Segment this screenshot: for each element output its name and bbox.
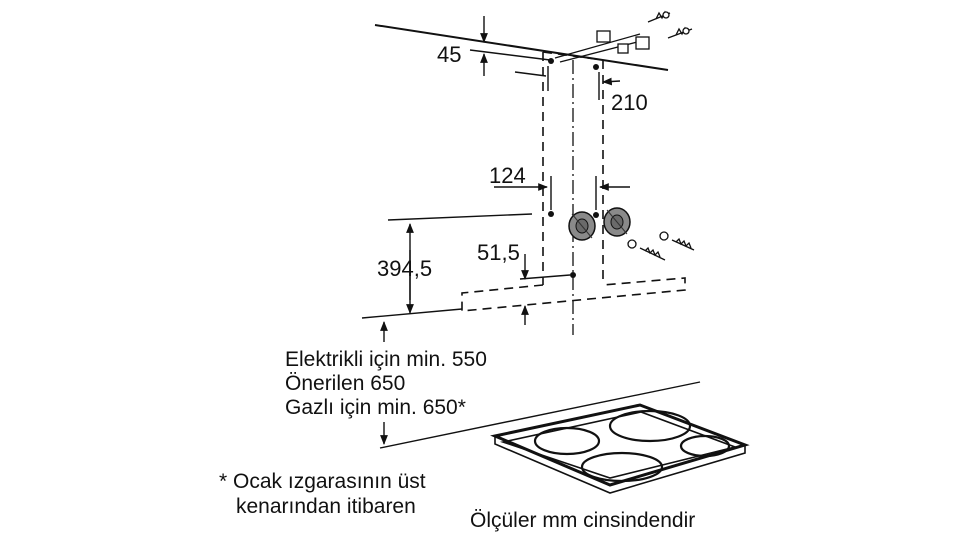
cooktop-burner <box>580 451 664 483</box>
dimension-label-210: 210 <box>611 90 648 115</box>
dimension-label-394-5: 394,5 <box>377 256 432 281</box>
footnote-line-2: kenarından itibaren <box>236 495 416 518</box>
cooktop-burner <box>679 434 731 458</box>
cooktop-burner <box>533 426 601 456</box>
clearance-note-electric: Elektrikli için min. 550 <box>285 348 487 371</box>
footnote-line-1: * Ocak ızgarasının üst <box>219 470 426 493</box>
dimension-124 <box>494 176 630 210</box>
clearance-note-recommended: Önerilen 650 <box>285 372 405 395</box>
clearance-dimension <box>379 321 701 449</box>
dimension-45 <box>469 16 551 77</box>
drill-point <box>593 212 599 218</box>
ceiling-bracket <box>554 30 650 63</box>
dimension-394-5 <box>361 213 533 319</box>
ceiling-screw <box>667 26 693 39</box>
dimension-label-45: 45 <box>437 42 461 67</box>
ceiling-screw <box>647 10 671 23</box>
cooktop <box>490 403 750 494</box>
dimension-label-124: 124 <box>489 163 526 188</box>
drill-point <box>593 64 599 70</box>
wall-screw <box>659 231 695 251</box>
wall-plug <box>568 211 596 241</box>
dimension-210 <box>547 66 621 100</box>
dimension-label-51-5: 51,5 <box>477 240 520 265</box>
drill-point <box>548 58 554 64</box>
wall-screw <box>627 239 666 261</box>
wall-plug <box>603 207 631 237</box>
cooktop-burner <box>608 409 692 443</box>
drill-point <box>548 211 554 217</box>
dimension-51-5 <box>519 254 571 325</box>
clearance-note-gas: Gazlı için min. 650* <box>285 396 466 419</box>
units-note: Ölçüler mm cinsindendir <box>470 509 695 532</box>
drill-point <box>570 272 576 278</box>
ceiling-line <box>374 24 669 71</box>
